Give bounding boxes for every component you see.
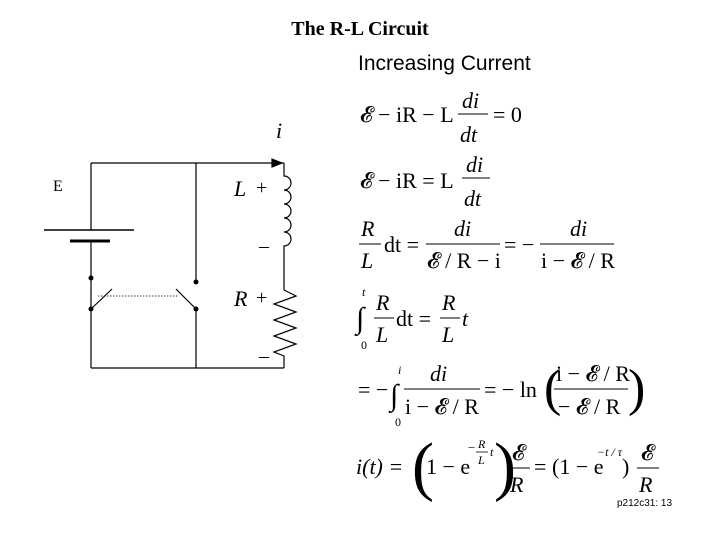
eq3-frac2-den: 𝓔 / R − i xyxy=(427,248,501,273)
eq4-lower-limit: 0 xyxy=(361,338,367,352)
right-paren-icon: ) xyxy=(628,360,645,417)
eq4-frac1-den: L xyxy=(375,322,388,347)
eq4-upper-limit: t xyxy=(362,285,366,299)
integral-icon: ∫ xyxy=(354,302,366,337)
eq3-mid1: dt = xyxy=(384,232,419,257)
eq4-frac2-num: R xyxy=(441,290,456,315)
eq6-part2: (1 − e xyxy=(552,454,604,479)
eq3-frac2-num: di xyxy=(454,216,471,241)
eq6-frac1-num: 𝓔 xyxy=(512,440,527,465)
eq3-frac3-num: di xyxy=(570,216,587,241)
eq2-denominator: dt xyxy=(464,186,482,211)
eq4-frac2-den: L xyxy=(441,322,454,347)
equation-6: i(t) = ( 1 − e − R L t ) 𝓔 R = (1 − e −t… xyxy=(356,430,659,503)
eq6-exp-den: L xyxy=(477,453,485,467)
equation-2: 𝓔 − iR = L di dt xyxy=(360,152,490,211)
eq6-exp2: −t / τ xyxy=(597,445,623,459)
current-label: i xyxy=(276,118,282,143)
equation-5: = − i ∫ 0 di i − 𝓔 / R = − ln ( i − 𝓔 / … xyxy=(358,360,645,429)
equation-4: t ∫ 0 R L dt = R L t xyxy=(354,285,469,352)
eq2-lhs: 𝓔 − iR = L xyxy=(360,168,454,193)
emf-symbol: E xyxy=(53,178,63,195)
eq1-rhs: = 0 xyxy=(493,102,522,127)
eq5-frac2-num: i − 𝓔 / R xyxy=(556,361,630,386)
eq6-one-minus-e: 1 − e xyxy=(426,454,470,479)
eq5-lead: = − xyxy=(358,377,388,402)
switch-contact-dot xyxy=(193,279,199,285)
eq2-numerator: di xyxy=(466,152,483,177)
equation-3: R L dt = di 𝓔 / R − i = − di i − 𝓔 / R xyxy=(359,216,615,273)
switch-blade-right xyxy=(175,288,197,310)
page-title: The R-L Circuit xyxy=(291,18,429,40)
eq1-lhs: 𝓔 − iR − L xyxy=(360,102,454,127)
left-paren-icon: ( xyxy=(412,430,434,503)
eq4-frac1-num: R xyxy=(375,290,390,315)
eq3-frac1-num: R xyxy=(360,216,375,241)
resistor-minus: – xyxy=(258,345,270,367)
inductor-label: L xyxy=(233,176,246,201)
resistor-label: R xyxy=(233,286,248,311)
page-footer-label: p212c31: 13 xyxy=(617,498,673,509)
inductor-plus: + xyxy=(256,177,267,199)
section-heading: Increasing Current xyxy=(358,52,531,75)
eq6-frac2-den: R xyxy=(638,472,653,497)
right-paren-icon: ) xyxy=(494,430,516,503)
eq6-equals: = xyxy=(534,454,546,479)
resistor-plus: + xyxy=(256,287,267,309)
inductor-coil xyxy=(283,163,292,290)
eq3-frac1-den: L xyxy=(360,248,373,273)
eq5-frac1-den: i − 𝓔 / R xyxy=(405,394,479,419)
eq5-frac2-den: − 𝓔 / R xyxy=(558,394,621,419)
eq6-frac2-num: 𝓔 xyxy=(641,440,656,465)
eq3-mid2: = − xyxy=(504,232,534,257)
eq5-frac1-num: di xyxy=(430,361,447,386)
eq1-denominator: dt xyxy=(460,122,478,147)
eq5-lower-limit: 0 xyxy=(395,415,401,429)
resistor-zigzag xyxy=(272,289,298,368)
inductor-minus: – xyxy=(258,235,270,257)
switch-contact-dot xyxy=(193,306,199,312)
integral-icon: ∫ xyxy=(388,379,400,414)
eq4-mid: dt = xyxy=(396,306,431,331)
left-paren-icon: ( xyxy=(544,360,561,417)
eq6-exp-num: R xyxy=(477,437,486,451)
eq1-numerator: di xyxy=(462,88,479,113)
eq5-upper-limit: i xyxy=(398,363,401,377)
eq3-frac3-den: i − 𝓔 / R xyxy=(541,248,615,273)
eq6-lhs: i(t) = xyxy=(356,454,403,479)
switch-contact-dot xyxy=(88,306,94,312)
exp-minus-icon: − xyxy=(468,440,475,455)
eq6-exp-t: t xyxy=(490,445,494,459)
equation-1: 𝓔 − iR − L di dt = 0 xyxy=(360,88,522,147)
switch-contact-dot xyxy=(88,275,94,281)
eq6-frac1-den: R xyxy=(509,472,524,497)
current-arrow-icon xyxy=(271,158,284,168)
switch-blade-left xyxy=(90,288,113,310)
eq4-tail: t xyxy=(462,306,469,331)
eq5-mid: = − ln xyxy=(484,377,537,402)
eq6-close2: ) xyxy=(622,454,629,479)
